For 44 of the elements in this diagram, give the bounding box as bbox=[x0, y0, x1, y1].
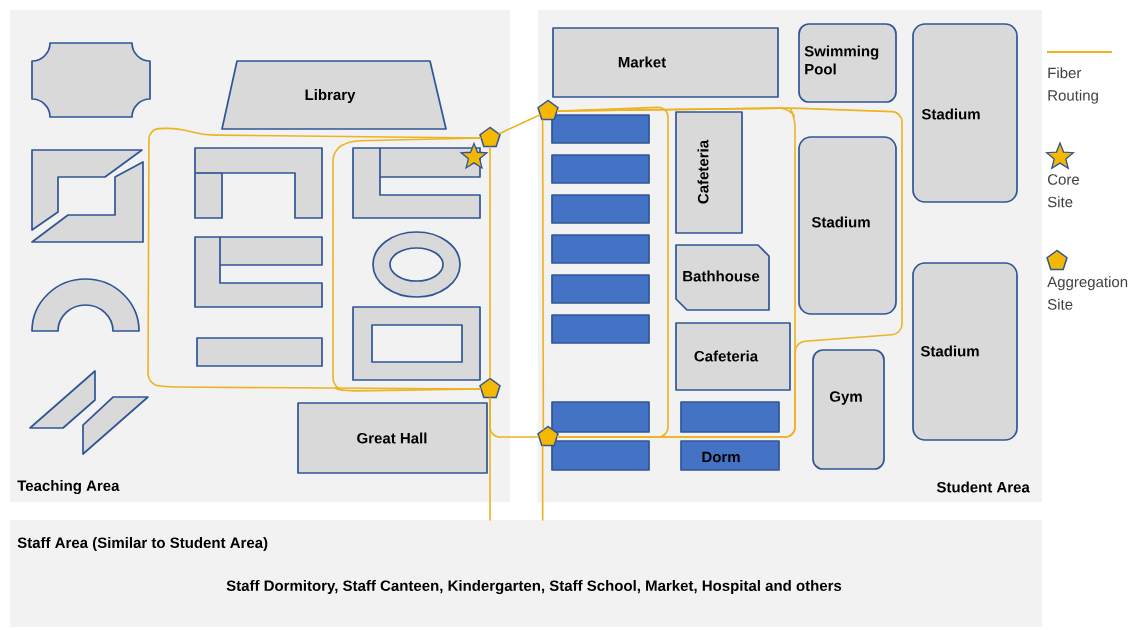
pentagon-marker bbox=[537, 99, 559, 121]
building bbox=[352, 147, 481, 219]
building bbox=[551, 154, 650, 184]
building bbox=[551, 401, 650, 433]
building: Stadium bbox=[912, 23, 1018, 203]
building: Stadium bbox=[912, 262, 1018, 441]
building: Market bbox=[552, 27, 779, 98]
building bbox=[82, 396, 149, 455]
fiber-line bbox=[556, 107, 796, 438]
building bbox=[31, 149, 144, 243]
building: Dorm bbox=[680, 440, 780, 471]
building bbox=[31, 278, 140, 332]
building bbox=[194, 147, 323, 219]
building bbox=[551, 274, 650, 304]
building: Swimming Pool bbox=[798, 23, 897, 103]
fiber-line bbox=[498, 114, 541, 135]
building: Bathhouse bbox=[675, 244, 770, 311]
building bbox=[551, 114, 650, 144]
fiber-line bbox=[489, 397, 491, 521]
fiber-line bbox=[332, 137, 482, 392]
building bbox=[194, 236, 323, 308]
pentagon-marker bbox=[479, 377, 501, 399]
pentagon-marker bbox=[479, 126, 501, 148]
building: Library bbox=[221, 60, 447, 130]
building: Stadium bbox=[798, 136, 897, 315]
building bbox=[196, 337, 323, 367]
building: Gym bbox=[812, 349, 885, 470]
fiber-line bbox=[541, 445, 544, 521]
building bbox=[551, 440, 650, 471]
building bbox=[551, 194, 650, 224]
building bbox=[551, 234, 650, 264]
legend-label: Fiber Routing bbox=[1048, 67, 1098, 104]
building bbox=[29, 370, 96, 429]
building: Great Hall bbox=[297, 402, 488, 474]
area-panel: Staff Area (Similar to Student Area) Staff Dormitory, Staff Canteen, Kindergarten, Staff School, Market, Hospital and others bbox=[10, 520, 1042, 627]
building: Cafeteria bbox=[675, 111, 743, 234]
fiber-line bbox=[541, 119, 545, 430]
pentagon-marker bbox=[537, 425, 559, 447]
building bbox=[551, 314, 650, 344]
building: Cafeteria bbox=[675, 322, 791, 391]
fiber-line bbox=[489, 146, 491, 379]
legend-label: Core Site bbox=[1047, 174, 1080, 208]
building bbox=[680, 401, 780, 433]
legend-label: Aggregation Site bbox=[1047, 276, 1128, 310]
